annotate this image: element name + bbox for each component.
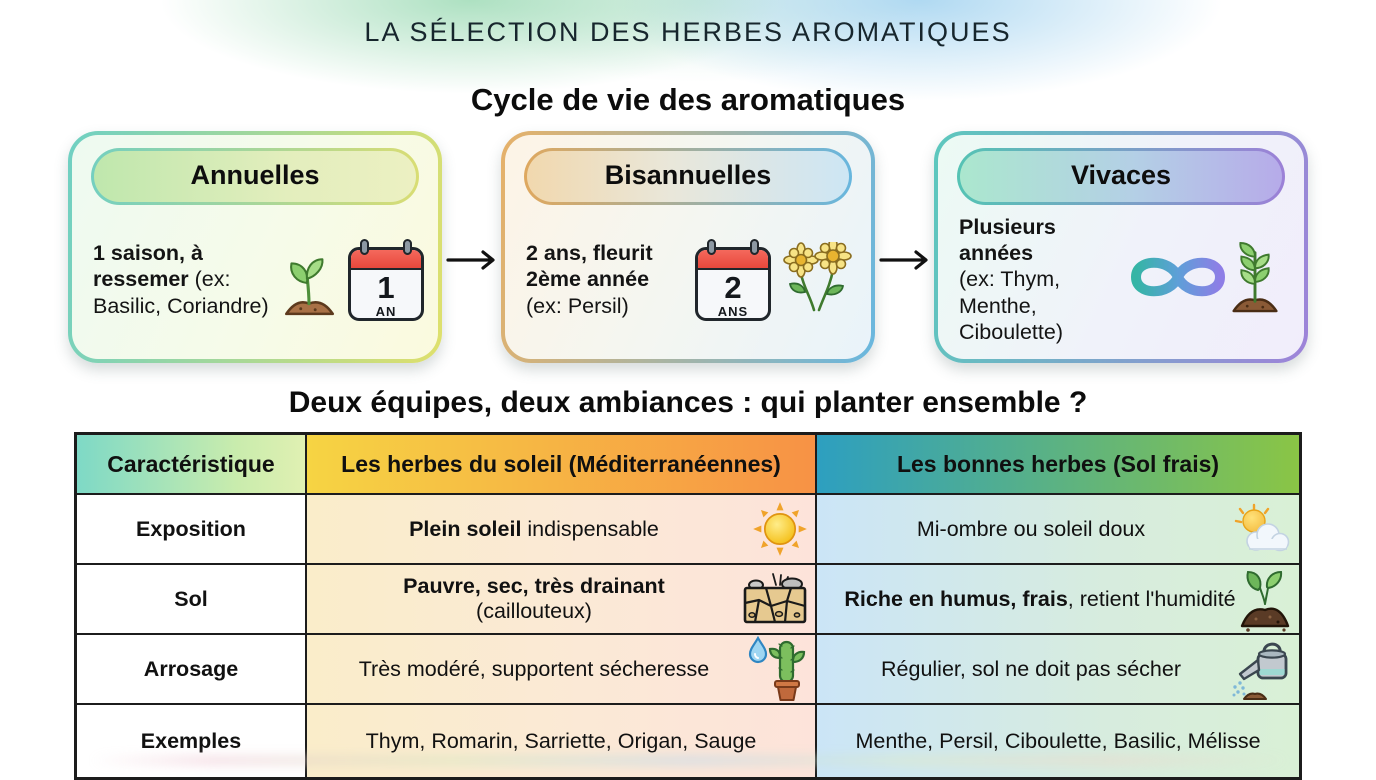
card-annuelles-icons: 1 AN [276, 237, 424, 323]
calendar-2-ans-icon: 2 ANS [695, 238, 771, 323]
cell-text-rest: (caillouteux) [476, 599, 592, 624]
cell-exposition-frais: Mi-ombre ou soleil doux [817, 495, 1299, 566]
cell-exemples-frais: Menthe, Persil, Ciboulette, Basilic, Mél… [817, 705, 1299, 778]
cell-text: Pauvre, sec, très drainant(caillouteux) [393, 574, 729, 625]
section-title-pairing: Deux équipes, deux ambiances : qui plant… [288, 386, 1088, 420]
card-annuelles-text: 1 saison, à ressemer (ex: Basilic, Coria… [93, 240, 272, 319]
arrow-right-icon [445, 248, 498, 277]
card-vivaces-text: Plusieurs années (ex: Thym, Menthe, Cibo… [959, 214, 1118, 345]
cell-text-bold: Riche en humus, frais [844, 586, 1068, 611]
pairing-table: Caractéristique Les herbes du soleil (Mé… [74, 432, 1302, 780]
drop-cactus-icon [746, 636, 808, 702]
card-annuelles-text-rest: (ex: Basilic, Coriandre) [93, 267, 269, 318]
card-vivaces-text-rest: (ex: Thym, Menthe, Ciboulette) [959, 267, 1063, 344]
cell-exposition-soleil: Plein soleil indispensable [307, 495, 817, 566]
calendar-1-an-icon: 1 AN [348, 238, 424, 323]
table-header-row: Caractéristique Les herbes du soleil (Mé… [77, 435, 1299, 496]
card-vivaces-text-bold: Plusieurs années [959, 215, 1056, 266]
card-bisannuelles-icons: 2 ANS [695, 236, 857, 323]
cell-exemples-soleil: Thym, Romarin, Sarriette, Origan, Sauge [307, 705, 817, 778]
card-vivaces-header: Vivaces [957, 148, 1285, 205]
row-label: Exemples [77, 705, 307, 778]
calendar-number: 1 [377, 269, 395, 305]
cell-text-rest: indispensable [521, 516, 659, 541]
cell-text-rest: Régulier, sol ne doit pas sécher [881, 656, 1181, 681]
calendar-ring [360, 238, 369, 255]
cell-text: Très modéré, supportent sécheresse [349, 657, 774, 682]
calendar-number: 2 [724, 269, 742, 305]
card-bisannuelles-body: 2 ans, fleurit 2ème année (ex: Persil) 2… [505, 212, 871, 359]
card-bisannuelles: Bisannuelles 2 ans, fleurit 2ème année (… [501, 131, 875, 364]
cell-text-rest: Menthe, Persil, Ciboulette, Basilic, Mél… [855, 728, 1261, 753]
calendar-red-header [351, 249, 421, 270]
cell-text: Menthe, Persil, Ciboulette, Basilic, Mél… [845, 729, 1270, 754]
row-label: Exposition [77, 495, 307, 566]
header-caracteristique: Caractéristique [77, 435, 307, 496]
cell-text: Plein soleil indispensable [399, 517, 723, 542]
cell-text: Riche en humus, frais, retient l'humidit… [834, 587, 1281, 612]
bottom-gradient-strip [90, 755, 1290, 766]
page-title: LA SÉLECTION DES HERBES AROMATIQUES [364, 17, 1012, 47]
sun-cloud-icon [1232, 503, 1292, 555]
calendar-frame: 1 AN [348, 246, 424, 321]
card-bisannuelles-title: Bisannuelles [527, 151, 849, 202]
card-vivaces: Vivaces Plusieurs années (ex: Thym, Ment… [934, 131, 1308, 364]
card-annuelles-inner: Annuelles 1 saison, à ressemer (ex: Basi… [72, 135, 438, 360]
card-annuelles-title: Annuelles [94, 151, 416, 202]
cracked-soil-icon [742, 570, 808, 628]
calendar-unit: AN [375, 304, 397, 320]
cell-text: Mi-ombre ou soleil doux [907, 517, 1209, 542]
table-row-exemples: Exemples Thym, Romarin, Sarriette, Origa… [77, 705, 1299, 778]
card-annuelles-body: 1 saison, à ressemer (ex: Basilic, Coria… [72, 212, 438, 359]
calendar-ring [750, 238, 759, 255]
table-row-arrosage: Arrosage Très modéré, supportent séchere… [77, 635, 1299, 706]
seedling-icon [276, 252, 342, 323]
card-annuelles-header: Annuelles [91, 148, 419, 205]
cell-arrosage-soleil: Très modéré, supportent sécheresse [307, 635, 817, 706]
card-vivaces-icons [1122, 240, 1290, 319]
card-bisannuelles-text-rest: (ex: Persil) [526, 293, 629, 318]
cell-sol-frais: Riche en humus, frais, retient l'humidit… [817, 564, 1299, 636]
card-vivaces-inner: Vivaces Plusieurs années (ex: Thym, Ment… [938, 135, 1304, 360]
infinity-icon [1122, 246, 1234, 313]
cell-text: Thym, Romarin, Sarriette, Origan, Sauge [356, 729, 767, 754]
table-row-sol: Sol Pauvre, sec, très drainant(cailloute… [77, 564, 1299, 636]
card-bisannuelles-header: Bisannuelles [524, 148, 852, 205]
cell-text: Régulier, sol ne doit pas sécher [871, 657, 1245, 682]
lifecycle-cards-row: Annuelles 1 saison, à ressemer (ex: Basi… [68, 131, 1308, 364]
cell-text-rest: Mi-ombre ou soleil doux [916, 516, 1146, 541]
card-annuelles-text-bold: 1 saison, à ressemer [93, 241, 203, 292]
cell-text-bold: Plein soleil [409, 516, 522, 541]
card-annuelles: Annuelles 1 saison, à ressemer (ex: Basi… [68, 131, 442, 364]
humus-icon [1238, 564, 1292, 634]
cell-text-rest: Thym, Romarin, Sarriette, Origan, Sauge [365, 728, 757, 753]
cell-text-rest: Très modéré, supportent sécheresse [358, 656, 710, 681]
sun-icon [752, 501, 808, 557]
section-title-cycle: Cycle de vie des aromatiques [470, 82, 906, 117]
calendar-unit: ANS [717, 304, 749, 320]
card-vivaces-title: Vivaces [960, 151, 1282, 202]
plant-icon [1220, 240, 1290, 319]
cell-text-bold: Pauvre, sec, très drainant [403, 573, 665, 598]
calendar-red-header [698, 249, 768, 270]
watering-can-icon [1228, 638, 1292, 701]
header-herbes-soleil: Les herbes du soleil (Méditerranéennes) [307, 435, 817, 496]
cell-text-rest: , retient l'humidité [1067, 586, 1236, 611]
calendar-ring [707, 238, 716, 255]
calendar-ring [403, 238, 412, 255]
table-row-exposition: Exposition Plein soleil indispensable [77, 495, 1299, 566]
card-vivaces-body: Plusieurs années (ex: Thym, Menthe, Cibo… [938, 212, 1304, 359]
cell-sol-soleil: Pauvre, sec, très drainant(caillouteux) [307, 565, 817, 636]
card-bisannuelles-text: 2 ans, fleurit 2ème année (ex: Persil) [526, 240, 691, 319]
flowers-icon [777, 236, 857, 323]
row-label: Arrosage [77, 635, 307, 706]
cell-arrosage-frais: Régulier, sol ne doit pas sécher [817, 635, 1299, 706]
header-bonnes-herbes: Les bonnes herbes (Sol frais) [817, 435, 1299, 496]
arrow-right-icon [878, 248, 931, 277]
card-bisannuelles-inner: Bisannuelles 2 ans, fleurit 2ème année (… [505, 135, 871, 360]
calendar-frame: 2 ANS [695, 246, 771, 321]
row-label: Sol [77, 565, 307, 636]
card-bisannuelles-text-bold: 2 ans, fleurit 2ème année [526, 241, 653, 292]
